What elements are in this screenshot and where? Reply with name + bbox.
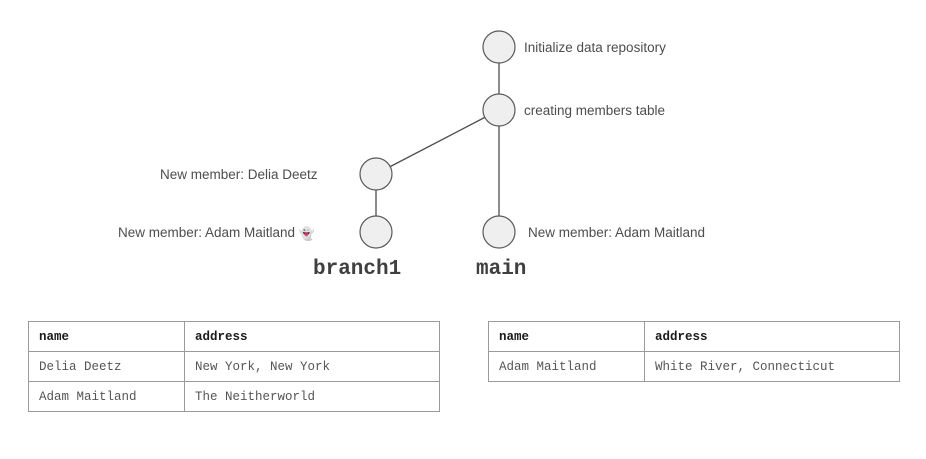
commit-message-text: Initialize data repository <box>524 40 666 55</box>
commit-node[interactable] <box>359 157 393 191</box>
cell-address: The Neitherworld <box>184 381 440 412</box>
cell-address: New York, New York <box>184 351 440 382</box>
column-header-address: address <box>184 321 440 352</box>
commit-message-text: New member: Delia Deetz <box>160 167 318 182</box>
cell-address: White River, Connecticut <box>644 351 900 382</box>
commit-graph-svg <box>359 30 516 249</box>
table-header-row: name address <box>28 321 440 352</box>
column-header-address: address <box>644 321 900 352</box>
commit-edge-layer <box>375 63 500 216</box>
cell-name: Adam Maitland <box>488 351 645 382</box>
commit-message-label: New member: Adam Maitland 👻 <box>118 225 315 242</box>
commit-message-label: New member: Adam Maitland <box>528 225 705 241</box>
commit-message-label: Initialize data repository <box>524 40 666 56</box>
commit-message-text: New member: Adam Maitland <box>528 225 706 240</box>
cell-name: Adam Maitland <box>28 381 185 412</box>
commit-node[interactable] <box>359 215 393 249</box>
commit-message-label: creating members table <box>524 103 665 119</box>
commit-graph: Initialize data repository creating membe… <box>118 30 705 281</box>
branch-name-main[interactable]: main <box>476 258 527 281</box>
branch-name-branch1[interactable]: branch1 <box>313 258 402 281</box>
commit-message-text: creating members table <box>524 103 666 118</box>
column-header-name: name <box>28 321 185 352</box>
commit-message-label: New member: Delia Deetz <box>160 167 318 183</box>
commit-edge <box>389 116 486 168</box>
ghost-icon: 👻 <box>295 226 315 241</box>
commit-node[interactable] <box>482 93 516 127</box>
commit-message-text: New member: Adam Maitland <box>118 225 296 240</box>
commit-node-layer <box>359 30 516 249</box>
cell-name: Delia Deetz <box>28 351 185 382</box>
commit-node[interactable] <box>482 30 516 64</box>
table-header-row: name address <box>488 321 900 352</box>
commit-node[interactable] <box>482 215 516 249</box>
column-header-name: name <box>488 321 645 352</box>
